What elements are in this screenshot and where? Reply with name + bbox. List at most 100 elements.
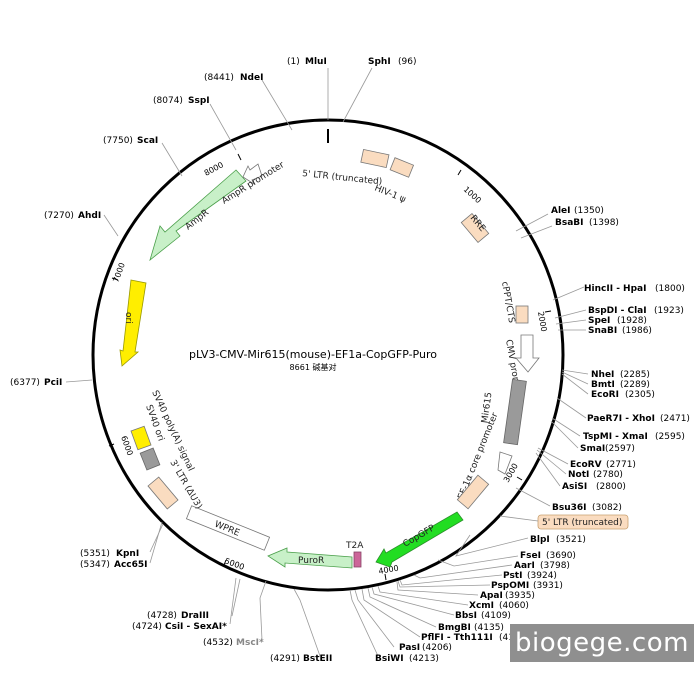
feature-label-hiv1-psi: HIV-1 ψ (373, 184, 407, 206)
feature-ampr-promoter (242, 163, 263, 186)
svg-text:EcoRI: EcoRI (591, 390, 619, 400)
svg-text:CsiI - SexAI*: CsiI - SexAI* (165, 622, 227, 632)
svg-text:(4206): (4206) (422, 643, 452, 653)
feature-label-5ltr-3000: 5' LTR (truncated) (542, 518, 622, 528)
svg-text:HincII - HpaI: HincII - HpaI (584, 284, 646, 294)
svg-text:BmgBI: BmgBI (438, 623, 471, 633)
svg-text:(4728): (4728) (147, 611, 177, 621)
leader-spei (555, 319, 587, 325)
svg-text:(4532): (4532) (203, 638, 233, 648)
site-mlui: (1) MluI (287, 57, 327, 67)
site-snabi: SnaBI (1986) (588, 326, 652, 336)
svg-text:MluI: MluI (305, 57, 327, 67)
svg-text:(2305): (2305) (625, 390, 655, 400)
site-sspi: (8074) SspI (153, 96, 210, 106)
svg-text:SpeI: SpeI (588, 316, 610, 326)
plasmid-size: 8661 碱基对 (290, 362, 337, 372)
svg-text:(1800): (1800) (655, 284, 685, 294)
site-clai: BspDI - ClaI (1923) (588, 306, 684, 316)
site-bsabi: BsaBI (1398) (555, 218, 619, 228)
svg-text:NheI: NheI (591, 370, 614, 380)
feature-hiv1-psi (389, 157, 415, 178)
leader-noti (536, 449, 567, 475)
svg-text:BspDI - ClaI: BspDI - ClaI (588, 306, 647, 316)
feature-cmv-promoter (515, 334, 540, 373)
site-alei: AleI (1350) (551, 206, 604, 216)
feature-label-t2a: T2A (345, 541, 364, 551)
feature-ef1a-promoter (497, 451, 513, 475)
site-bbsi: BbsI (4109) (455, 611, 511, 621)
svg-text:PspOMI: PspOMI (491, 581, 529, 591)
site-noti: NotI (2780) (568, 470, 623, 480)
feature-3ltr (147, 476, 179, 510)
svg-text:PaeR7I - XhoI: PaeR7I - XhoI (587, 414, 655, 424)
site-bsteii: (4291) BstEII (270, 654, 332, 664)
leader-scai (161, 142, 183, 177)
sites: (1) MluI SphI (96) AleI (1350) BsaBI (13… (10, 57, 690, 664)
leader-ndei (261, 79, 293, 131)
feature-sv40-polya (130, 425, 152, 451)
leader-alei (515, 213, 549, 232)
svg-text:MscI*: MscI* (236, 638, 264, 648)
feature-label-cppt-cts: cPPT/CTS (499, 281, 516, 324)
svg-text:NdeI: NdeI (240, 73, 263, 83)
leader-aari (413, 564, 513, 579)
svg-text:AarI: AarI (514, 561, 535, 571)
svg-text:(4724): (4724) (132, 622, 162, 632)
leader-bmti (561, 371, 589, 385)
site-pspomi: PspOMI (3931) (491, 581, 563, 591)
svg-text:ScaI: ScaI (137, 136, 158, 146)
svg-text:SnaBI: SnaBI (588, 326, 617, 336)
svg-text:XcmI: XcmI (469, 601, 494, 611)
svg-text:SphI: SphI (368, 57, 391, 67)
site-asisi: AsiSI (2800) (562, 482, 626, 492)
site-xcmi: XcmI (4060) (469, 601, 529, 611)
svg-text:(3935): (3935) (505, 591, 535, 601)
svg-text:(1): (1) (287, 57, 300, 67)
svg-text:(5347): (5347) (80, 560, 110, 570)
feature-t2a (353, 551, 362, 568)
svg-text:(2285): (2285) (620, 370, 650, 380)
svg-text:KpnI: KpnI (116, 549, 139, 559)
svg-text:(4109): (4109) (481, 611, 511, 621)
site-aari: AarI (3798) (514, 561, 570, 571)
svg-text:SspI: SspI (188, 96, 210, 106)
svg-text:AsiSI: AsiSI (562, 482, 587, 492)
svg-text:ApaI: ApaI (480, 591, 503, 601)
site-blpi: BlpI (3521) (530, 535, 586, 545)
site-msci: (4532) MscI* (203, 638, 264, 648)
leader-bsabi (520, 225, 553, 239)
feature-label-mir615: Mir615 (480, 392, 494, 424)
leader-bsiwi (349, 589, 379, 657)
svg-text:(2289): (2289) (620, 380, 650, 390)
svg-text:(1350): (1350) (574, 206, 604, 216)
feature-puror (267, 547, 353, 569)
svg-text:1000: 1000 (462, 185, 483, 205)
site-psti: PstI (3924) (503, 571, 557, 581)
plasmid-name: pLV3-CMV-Mir615(mouse)-EF1a-CopGFP-Puro (189, 348, 437, 361)
svg-text:(4291): (4291) (270, 654, 300, 664)
leader-pcii (65, 379, 93, 383)
site-bmgbi: BmgBI (4135) (438, 623, 504, 633)
svg-text:(7750): (7750) (103, 136, 133, 146)
site-fsei: FseI (3690) (520, 551, 576, 561)
leader-hpai (552, 286, 585, 301)
svg-text:8000: 8000 (203, 160, 225, 178)
svg-text:2000: 2000 (536, 311, 548, 333)
site-pasi: PasI (4206) (399, 643, 452, 653)
svg-text:(2800): (2800) (596, 482, 626, 492)
leader-sphi (342, 67, 373, 123)
feature-rre (460, 212, 490, 244)
feature-ori (119, 279, 147, 367)
svg-text:Acc65I: Acc65I (114, 560, 148, 570)
leader-ahdi (103, 214, 119, 237)
site-smai: SmaI (2597) (580, 444, 635, 454)
svg-text:7000: 7000 (111, 261, 126, 283)
site-scai: (7750) ScaI (103, 136, 158, 146)
leader-csii (229, 577, 237, 625)
svg-text:TspMI - XmaI: TspMI - XmaI (583, 432, 648, 442)
leader-nhei (561, 369, 589, 375)
leader-msci (259, 580, 267, 641)
leader-draiii (231, 578, 241, 617)
